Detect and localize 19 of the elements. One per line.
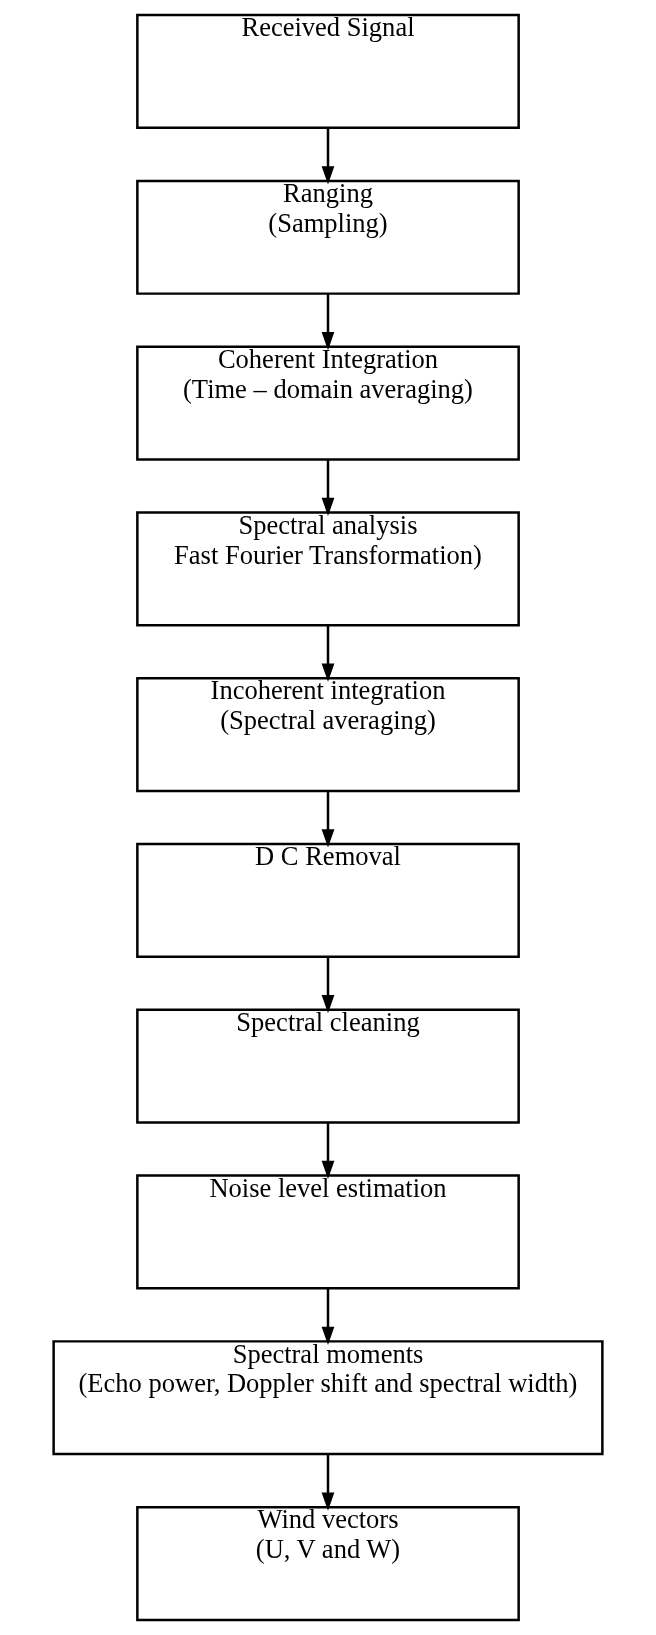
node-box: Ranging (Sampling)	[136, 179, 520, 295]
arrow	[321, 1288, 335, 1345]
arrow	[321, 791, 335, 848]
node-box: Spectral cleaning	[136, 1008, 520, 1124]
arrow	[321, 625, 335, 682]
node-box: Spectral moments (Echo power, Doppler shift and spectral width)	[52, 1340, 604, 1456]
arrow	[321, 293, 335, 351]
arrow	[321, 1454, 335, 1511]
arrow	[321, 459, 335, 516]
arrow	[321, 1122, 335, 1180]
node-box: Wind vectors (U, V and W)	[136, 1505, 520, 1622]
arrow	[321, 128, 335, 185]
node-box: D C Removal	[136, 842, 520, 958]
arrow	[321, 957, 335, 1014]
node-box: Spectral analysis Fast Fourier Transformation)	[136, 511, 520, 627]
node-box: Incoherent integration (Spectral averaging)	[136, 677, 520, 793]
node-box: Coherent Integration (Time – domain averaging)	[136, 345, 520, 461]
node-box: Received Signal	[136, 13, 520, 130]
node-box: Noise level estimation	[136, 1174, 520, 1290]
